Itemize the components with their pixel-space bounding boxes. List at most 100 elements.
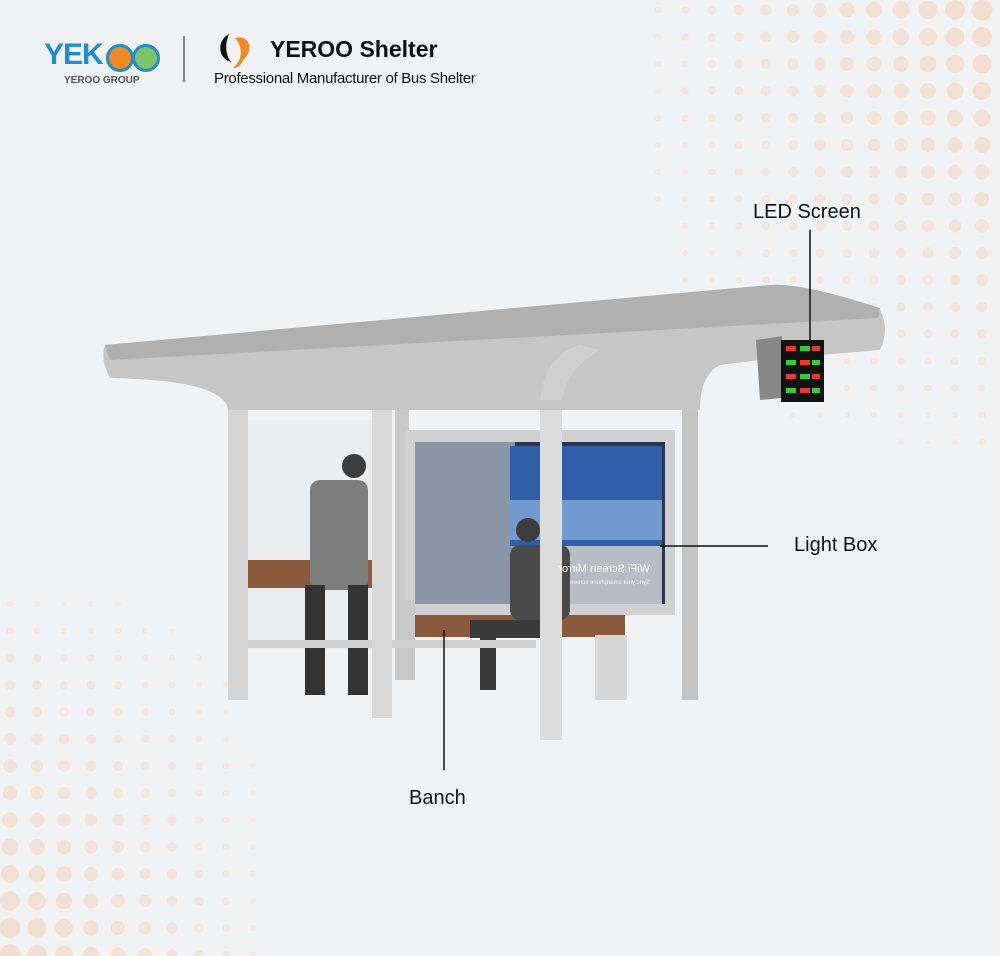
background-dot (681, 87, 689, 95)
background-dot (921, 219, 935, 233)
background-dot (893, 83, 909, 99)
background-dot (866, 56, 882, 72)
background-dot (249, 924, 257, 932)
background-dot (867, 165, 881, 179)
background-dot (972, 27, 992, 47)
background-dot (140, 788, 150, 798)
background-dot (84, 813, 98, 827)
background-dot (250, 790, 256, 796)
background-dot (222, 870, 230, 878)
background-dot (946, 55, 964, 73)
background-dot (869, 275, 879, 285)
background-dot (681, 6, 689, 14)
background-dot (83, 920, 99, 936)
background-dot (249, 870, 257, 878)
background-dot (83, 866, 99, 882)
background-dot (114, 627, 122, 635)
background-dot (734, 32, 744, 42)
background-dot (760, 4, 772, 16)
background-dot (951, 411, 959, 419)
background-dot (249, 951, 257, 956)
background-dot (112, 787, 124, 799)
background-dot (166, 949, 178, 956)
background-dot (708, 249, 716, 257)
background-dot (867, 138, 881, 152)
background-dot (946, 82, 964, 100)
background-dot (843, 384, 851, 392)
background-dot (923, 356, 933, 366)
background-dot (973, 109, 991, 127)
background-dot (947, 164, 963, 180)
background-dot (222, 789, 230, 797)
background-dot (195, 708, 203, 716)
background-dot (29, 812, 45, 828)
background-dot (141, 681, 149, 689)
background-dot (167, 842, 177, 852)
background-dot (140, 761, 150, 771)
background-dot (655, 142, 661, 148)
background-dot (761, 221, 771, 231)
background-dot (681, 33, 689, 41)
background-dot (948, 192, 962, 206)
background-dot (250, 763, 256, 769)
background-dot (952, 439, 958, 445)
background-dot (114, 654, 122, 662)
background-dot (974, 164, 990, 180)
background-dot (166, 922, 178, 934)
background-dot (814, 139, 826, 151)
background-dot (950, 329, 960, 339)
background-dot (83, 893, 99, 909)
background-dot (815, 248, 825, 258)
background-dot (893, 110, 909, 126)
background-dot (5, 653, 15, 663)
background-dot (844, 412, 850, 418)
background-dot (168, 735, 176, 743)
background-dot (840, 84, 854, 98)
background-dot (976, 301, 988, 313)
background-dot (682, 250, 688, 256)
background-dot (760, 58, 772, 70)
background-dot (787, 139, 799, 151)
background-dot (708, 222, 716, 230)
background-dot (734, 59, 744, 69)
background-dot (897, 357, 905, 365)
background-dot (840, 57, 854, 71)
background-dot (682, 277, 688, 283)
background-dot (839, 29, 855, 45)
background-dot (919, 28, 937, 46)
background-dot (949, 301, 961, 313)
background-dot (57, 813, 71, 827)
background-dot (4, 706, 16, 718)
background-dot (762, 276, 770, 284)
background-dot (56, 866, 72, 882)
background-dot (814, 166, 826, 178)
background-dot (195, 735, 203, 743)
background-dot (681, 141, 689, 149)
background-dot (951, 384, 959, 392)
background-dot (31, 706, 43, 718)
background-dot (140, 734, 150, 744)
background-dot (87, 627, 95, 635)
background-dot (55, 919, 73, 937)
background-dot (895, 247, 907, 259)
background-dot (870, 411, 878, 419)
background-dot (735, 249, 743, 257)
background-dot (33, 600, 41, 608)
background-dot (788, 221, 798, 231)
background-dot (112, 814, 124, 826)
background-dot (30, 786, 44, 800)
background-dot (734, 113, 744, 123)
background-dot (815, 275, 825, 285)
background-dot (895, 220, 907, 232)
background-dot (786, 3, 800, 17)
background-dot (896, 329, 906, 339)
background-dot (708, 114, 716, 122)
background-dot (897, 411, 905, 419)
background-dot (1, 838, 19, 856)
background-dot (918, 0, 938, 20)
background-dot (978, 411, 986, 419)
background-dot (975, 219, 989, 233)
background-dot (222, 843, 230, 851)
background-dot (866, 29, 882, 45)
background-dot (734, 140, 744, 150)
